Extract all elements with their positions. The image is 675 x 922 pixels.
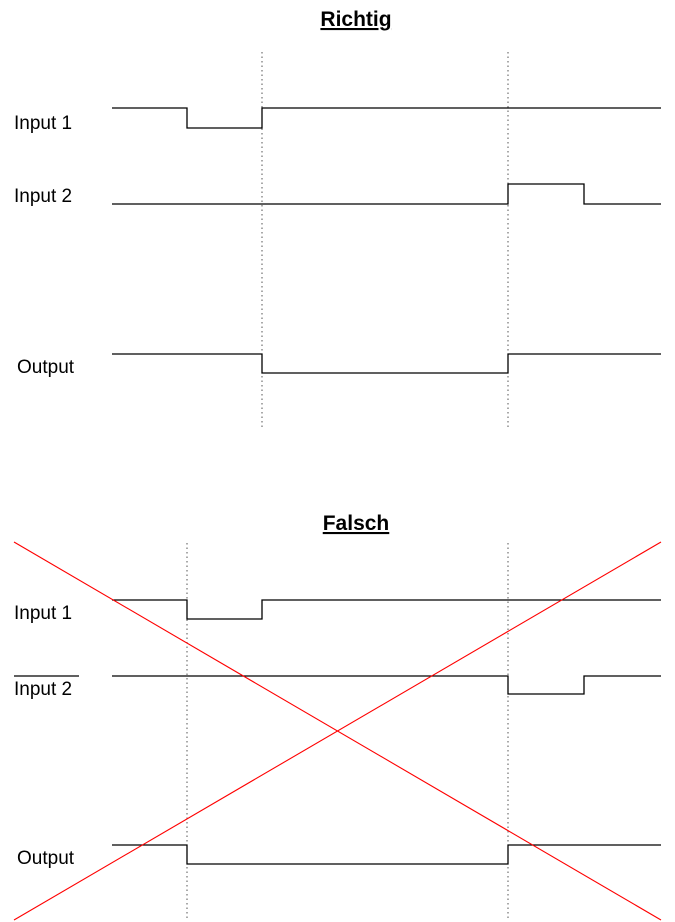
wrong-input-1-wave — [112, 599, 661, 620]
cross-out-line-2 — [13, 541, 662, 921]
wrong-output-label: Output — [17, 848, 75, 869]
wrong-input-1-label: Input 1 — [14, 603, 72, 624]
correct-input-1-label: Input 1 — [14, 113, 72, 134]
correct-output-label: Output — [17, 357, 75, 378]
wrong-input-2-wave — [112, 675, 661, 695]
correct-input-2-label: Input 2 — [14, 186, 72, 207]
wrong-input-2-label: Input 2 — [14, 679, 72, 700]
correct-input-1-wave — [112, 107, 661, 129]
wrong-output-wave — [112, 844, 661, 865]
correct-input-2-wave — [112, 183, 661, 205]
correct-title: Richtig — [320, 8, 391, 31]
wrong-title: Falsch — [323, 512, 390, 535]
correct-output-wave — [112, 353, 661, 374]
